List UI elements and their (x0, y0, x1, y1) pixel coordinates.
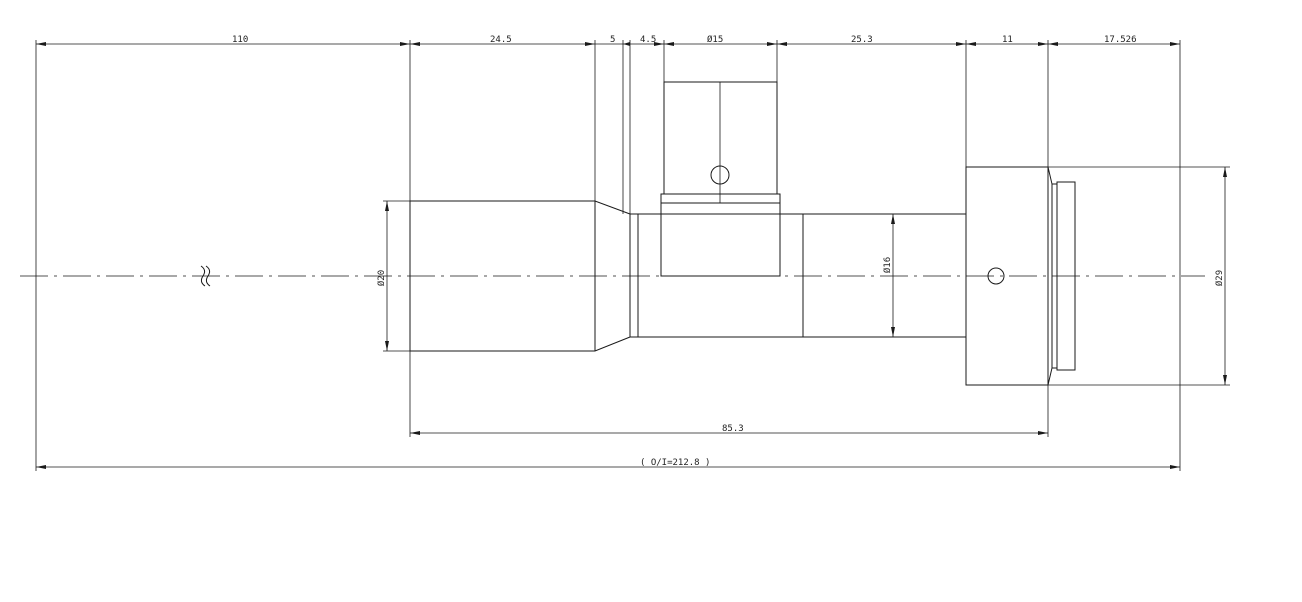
lens-body (409, 81, 1076, 386)
dim-17-526-label: 17.526 (1104, 35, 1137, 45)
light-port-screw (710, 165, 730, 185)
mount-housing (965, 166, 1049, 386)
dim-5-label: 5 (610, 35, 615, 45)
dim-85-3-label: 85.3 (722, 424, 744, 434)
dim-11-label: 11 (1002, 35, 1013, 45)
axis-break-symbol (200, 265, 211, 287)
dim-phi20: Ø20 (376, 201, 389, 351)
mount-screw (987, 267, 1005, 285)
top-dimension-chain: 110 24.5 5 4.5 Ø15 25.3 11 17.526 (36, 34, 1180, 46)
light-port-base (660, 193, 781, 277)
dim-phi16-label: Ø16 (882, 257, 893, 273)
dim-25-3-label: 25.3 (851, 35, 873, 45)
rear-tube (802, 213, 967, 338)
dim-phi15-label: Ø15 (707, 34, 723, 45)
dim-phi16: Ø16 (882, 214, 895, 337)
mount-thread (1056, 181, 1076, 371)
dim-4-5-label: 4.5 (640, 35, 656, 45)
extension-lines (35, 40, 1230, 471)
dim-phi29: Ø29 (1214, 167, 1227, 385)
dim-85-3: 85.3 (410, 424, 1048, 435)
dim-phi20-label: Ø20 (376, 270, 387, 286)
dim-object-image-label: ( O/I=212.8 ) (640, 458, 710, 468)
dim-phi29-label: Ø29 (1214, 270, 1225, 286)
dim-object-image: ( O/I=212.8 ) (36, 458, 1180, 469)
dim-110-label: 110 (232, 35, 248, 45)
dim-24-5-label: 24.5 (490, 35, 512, 45)
ring-segment (629, 213, 639, 338)
flange-step (1047, 166, 1053, 386)
light-port-tube (663, 81, 778, 194)
